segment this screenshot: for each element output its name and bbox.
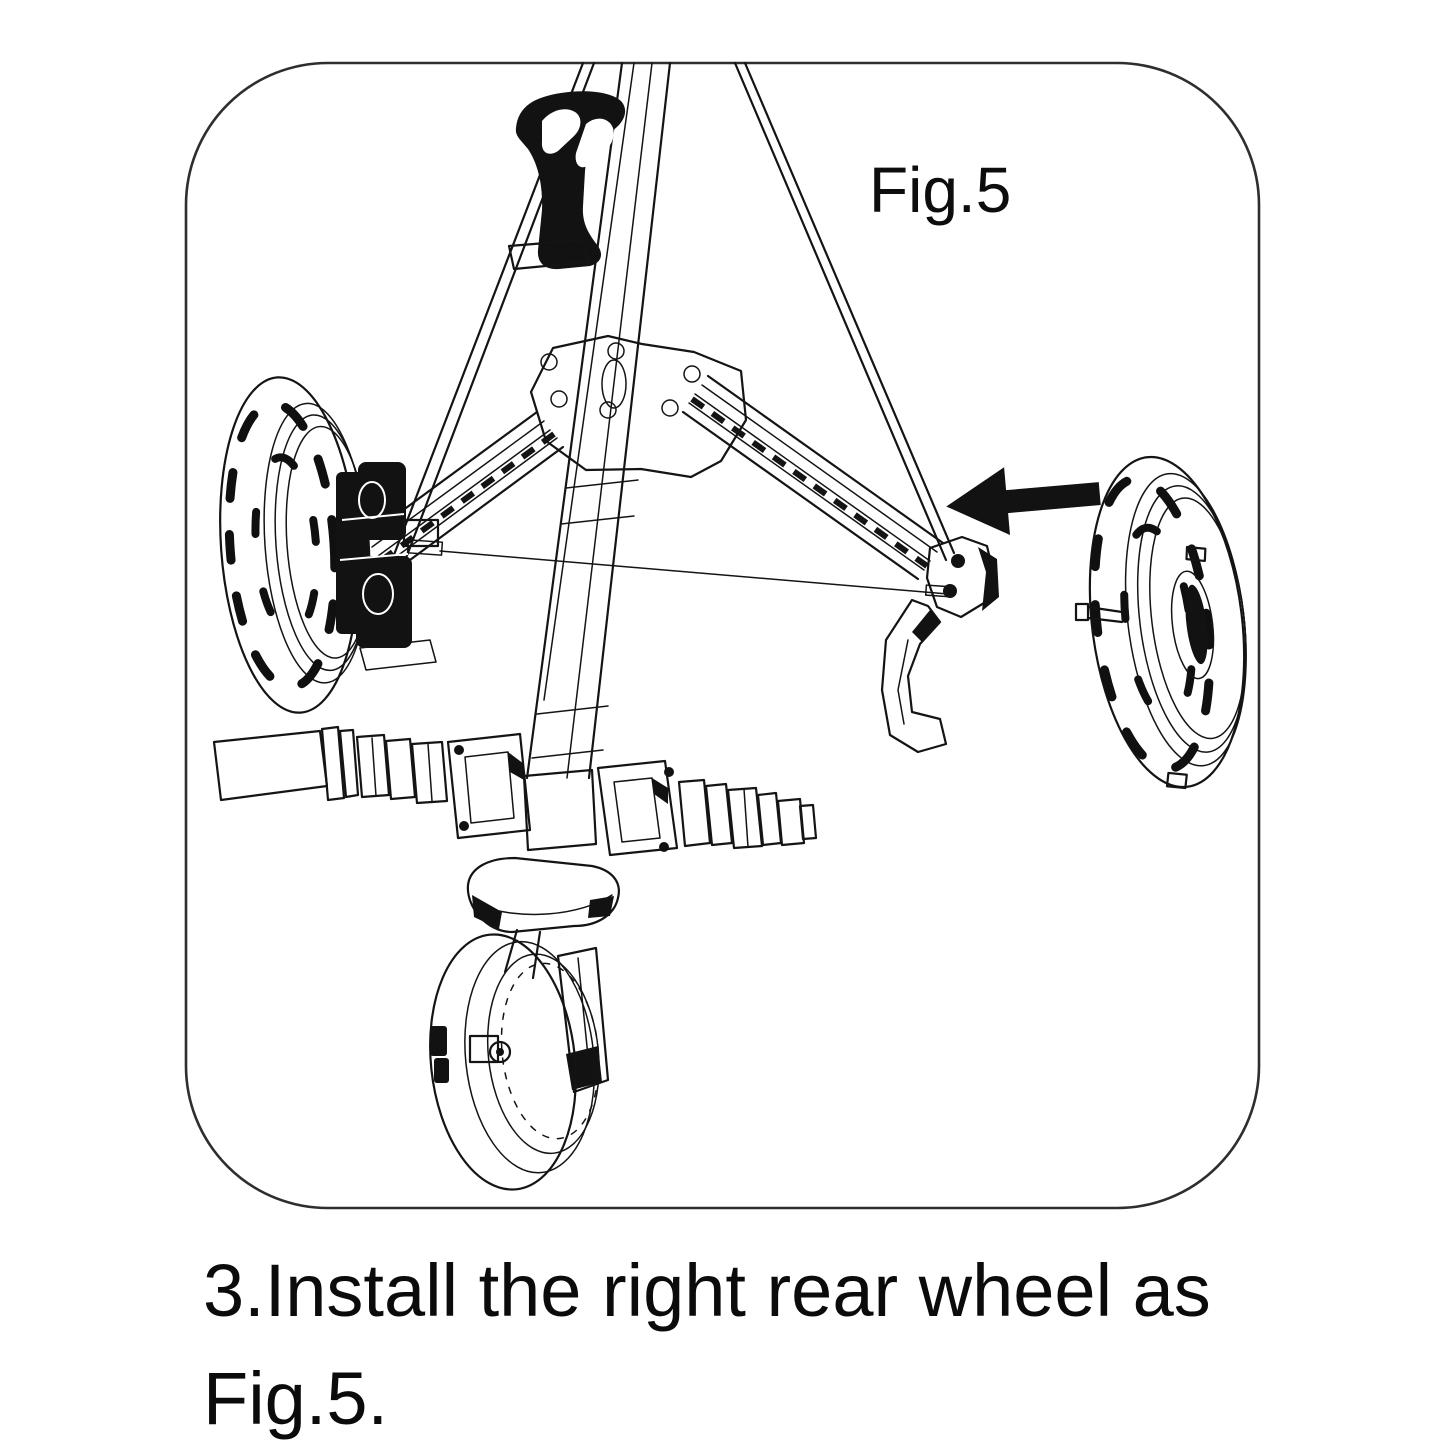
right-axle-arm <box>681 374 945 581</box>
axle-rod <box>406 539 954 598</box>
handlebar-assembly <box>212 725 818 857</box>
figure-border <box>184 61 1261 1210</box>
center-axle-bracket <box>529 334 748 479</box>
left-wheel-hub <box>336 462 440 671</box>
install-direction-arrow <box>946 467 1101 536</box>
caption-line-1: 3.Install the right rear wheel as <box>203 1249 1211 1332</box>
bag-bracket <box>507 91 626 271</box>
caption-line-2: Fig.5. <box>203 1357 388 1440</box>
wheel-axle-pin <box>1074 602 1124 624</box>
right-axle-mount <box>880 535 999 754</box>
front-swivel-wheel <box>429 928 610 1191</box>
caption: 3.Install the right rear wheel as Fig.5. <box>203 1249 1211 1440</box>
left-arrow-icon <box>946 467 1101 536</box>
golf-cart-drawing <box>212 61 1247 1191</box>
figure-label: Fig.5 <box>869 154 1011 226</box>
frame-tubes <box>390 61 956 780</box>
swivel-housing <box>466 856 620 934</box>
right-rear-wheel-detached <box>1088 455 1247 790</box>
